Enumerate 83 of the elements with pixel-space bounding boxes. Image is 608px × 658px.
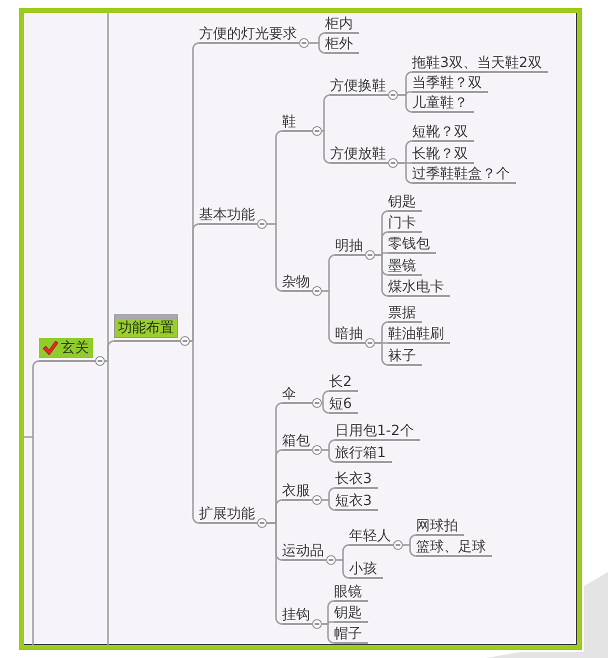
topic-label: 日用包1-2个 (335, 423, 414, 439)
topic-label: 玄关 (61, 340, 89, 356)
topic-label: 年轻人 (349, 528, 391, 544)
topic-label: 功能布置 (118, 320, 174, 336)
topic (282, 114, 322, 136)
topic (199, 207, 267, 229)
topic (199, 26, 309, 48)
connector-line (375, 342, 389, 366)
topic-label: 方便放鞋 (330, 146, 386, 162)
topic-label: 袜子 (388, 348, 416, 364)
connector-line (322, 390, 330, 404)
topic-label: 旅行箱1 (335, 445, 386, 461)
topic-label: 鞋 (282, 114, 297, 130)
topic-label: 方便的灯光要求 (199, 26, 297, 42)
topic-label: 长靴？双 (412, 146, 468, 162)
topic-label: 过季鞋鞋盒？个 (412, 166, 510, 182)
topic-label: 煤水电卡 (388, 279, 444, 295)
topic-label: 挂钩 (282, 607, 310, 623)
topic (114, 314, 190, 346)
topic-label: 柜内 (325, 16, 353, 32)
topic (349, 528, 403, 550)
topic (282, 386, 322, 408)
connector-line (322, 449, 336, 463)
topic-label: 长衣3 (335, 471, 372, 487)
topic-label: 网球拍 (416, 518, 458, 534)
topic (335, 238, 375, 260)
connector-line (322, 499, 336, 511)
connector-line (267, 522, 283, 625)
topic-label: 柜外 (325, 36, 353, 52)
topic (335, 326, 375, 348)
connector-line (322, 623, 335, 644)
connector-line (105, 360, 109, 646)
topic-label: 短衣3 (335, 493, 372, 509)
topic-label: 短靴？双 (412, 124, 468, 140)
topic-label: 小孩 (349, 561, 377, 577)
topic (282, 274, 322, 296)
connector-line (398, 162, 413, 184)
connector-line (190, 223, 200, 342)
topic-label: 基本功能 (199, 207, 255, 223)
connector-line (322, 290, 336, 344)
connector-line (309, 42, 326, 54)
topic (199, 506, 267, 528)
connector-line (322, 94, 331, 132)
topic-label: 暗抽 (335, 326, 363, 342)
connector-line (105, 340, 115, 362)
topic (282, 543, 336, 565)
topic-label: 鞋油鞋刷 (388, 326, 444, 342)
topic-label: 拖鞋3双、当天鞋2双 (412, 55, 542, 71)
topic-label: 当季鞋？双 (412, 75, 482, 91)
topic-label: 票据 (388, 305, 416, 321)
topic-label: 杂物 (282, 274, 310, 290)
topic (282, 483, 322, 505)
topic-label: 方便换鞋 (330, 78, 386, 94)
topic-label: 篮球、足球 (416, 539, 486, 555)
connector-line (267, 223, 283, 292)
topic (39, 338, 105, 366)
topic (330, 78, 398, 100)
topic-label: 明抽 (335, 238, 363, 254)
topic-label: 短6 (329, 396, 352, 412)
topic (282, 433, 322, 455)
connector-line (403, 544, 417, 557)
topic (330, 146, 398, 168)
connector-line (322, 402, 330, 414)
topic-label: 钥匙 (388, 194, 416, 210)
topic-label: 衣服 (282, 483, 310, 499)
topic-label: 帽子 (334, 626, 362, 642)
topic-label: 伞 (282, 386, 297, 402)
topic-label: 儿童鞋？ (412, 95, 468, 111)
topic-label: 箱包 (282, 433, 310, 449)
connector-line (190, 340, 200, 524)
topic-label: 扩展功能 (199, 506, 255, 522)
connector-line (336, 559, 350, 579)
topic-label: 长2 (329, 374, 352, 390)
topic-label: 门卡 (388, 215, 416, 231)
topic-label: 零钱包 (388, 236, 430, 252)
topic-label: 墨镜 (388, 258, 416, 274)
topic-label: 运动品 (282, 543, 324, 559)
connector-line (398, 94, 413, 113)
connector-line (322, 130, 331, 164)
topic (282, 607, 322, 629)
topic-label: 眼镜 (334, 584, 362, 600)
connector-line (24, 360, 40, 438)
topic-label: 钥匙 (334, 605, 362, 621)
